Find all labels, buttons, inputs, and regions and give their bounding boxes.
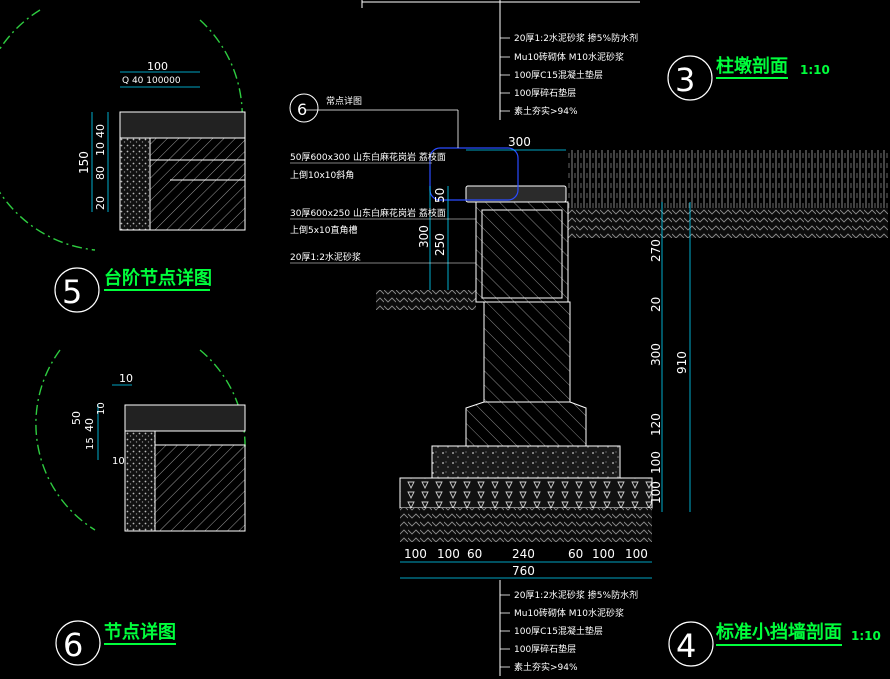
- dim-bottom-100b: 100: [437, 547, 460, 561]
- detail-4-scale: 1:10: [851, 629, 881, 643]
- left-notes: 50厚600x300 山东白麻花岗岩 荔枝面 上倒10x10斜角 30厚600x…: [290, 151, 476, 264]
- detail-5-dim-small: Q 40 100000: [122, 76, 181, 86]
- detail-6-number-circle: [55, 620, 101, 666]
- top-notes: 20厚1:2水泥砂浆 掺5%防水剂 Mu10砖砌体 M10水泥砂浆 100厚C1…: [500, 32, 638, 117]
- dim-right-120: 120: [649, 413, 663, 436]
- dim-bottom-100a: 100: [404, 547, 427, 561]
- dim-bottom-240: 240: [512, 547, 535, 561]
- top-note-4: 100厚碎石垫层: [514, 87, 576, 99]
- dim-left-50: 50: [433, 188, 447, 203]
- detail-5-group: 100 Q 40 100000 40 10 150 80 20 5 台阶节点详图: [0, 9, 246, 313]
- column-shaft: [483, 301, 571, 403]
- dim-right-100a: 100: [649, 451, 663, 474]
- ground-left: [376, 290, 476, 310]
- detail-3-scale: 1:10: [800, 63, 830, 77]
- left-note-5: 20厚1:2水泥砂浆: [290, 251, 361, 263]
- main-section-group: 6 常点详图 300 50 300 250 50厚600x300 山东白麻花岗岩…: [289, 0, 888, 676]
- detail-5-dim-40: 40: [94, 124, 107, 138]
- left-note-2: 上倒10x10斜角: [290, 169, 354, 181]
- detail-6-boundary: [35, 349, 246, 531]
- detail-6-wall: [124, 430, 156, 532]
- detail-4-title: 标准小挡墙剖面: [715, 621, 842, 643]
- top-note-5: 素土夯实>94%: [514, 105, 578, 117]
- column-footing: [465, 401, 587, 447]
- detail-5-riser: [119, 137, 151, 231]
- gravel-layer: [399, 477, 653, 509]
- detail-6-dim-15: 15: [85, 437, 96, 450]
- dim-top-300: 300: [508, 135, 531, 149]
- left-note-4: 上倒5x10直角槽: [290, 224, 358, 236]
- detail-5-number: 5: [62, 273, 82, 311]
- dim-bottom-100d: 100: [625, 547, 648, 561]
- detail-5-dim-80: 80: [94, 166, 107, 180]
- bottom-note-3: 100厚C15混凝土垫层: [514, 625, 603, 637]
- callout-6-label: 常点详图: [326, 95, 362, 107]
- detail-5-dim-150: 150: [77, 151, 91, 174]
- detail-3-title: 柱墩剖面: [716, 55, 788, 77]
- callout-6-circle: [289, 93, 319, 123]
- detail-6-dim-10c: 10: [112, 456, 125, 467]
- column-head: [475, 201, 569, 303]
- detail-4-title-group: 4 标准小挡墙剖面 1:10: [668, 621, 881, 667]
- dim-right-910: 910: [675, 351, 689, 374]
- detail-5-dim-10: 10: [94, 142, 107, 156]
- bottom-note-2: Mu10砖砌体 M10水泥砂浆: [514, 607, 624, 619]
- detail-5-number-circle: [54, 267, 100, 313]
- detail-6-group: 10 50 40 10 15 10 6 节点详图: [35, 349, 246, 666]
- top-note-1: 20厚1:2水泥砂浆 掺5%防水剂: [514, 32, 638, 44]
- left-note-1: 50厚600x300 山东白麻花岗岩 荔枝面: [290, 151, 446, 163]
- detail-6-dim-10a: 10: [119, 372, 133, 385]
- bottom-notes: 20厚1:2水泥砂浆 掺5%防水剂 Mu10砖砌体 M10水泥砂浆 100厚C1…: [500, 589, 638, 673]
- callout-boundary: [429, 147, 519, 201]
- detail-5-title: 台阶节点详图: [104, 267, 212, 289]
- detail-5-dim-20: 20: [94, 196, 107, 210]
- dim-left-250: 250: [433, 233, 447, 256]
- detail-6-dim-50: 50: [70, 411, 83, 425]
- detail-3-number: 3: [675, 61, 695, 99]
- bottom-note-5: 素土夯实>94%: [514, 661, 578, 673]
- dim-left-300: 300: [417, 225, 431, 248]
- ground-right-grass: [568, 150, 888, 208]
- dim-bottom-100c: 100: [592, 547, 615, 561]
- left-note-3: 30厚600x250 山东白麻花岗岩 荔枝面: [290, 207, 446, 219]
- top-note-3: 100厚C15混凝土垫层: [514, 69, 603, 81]
- detail-3-number-circle: [667, 55, 713, 101]
- dim-bottom-760: 760: [512, 564, 535, 578]
- detail-6-title: 节点详图: [104, 621, 176, 643]
- detail-5-tread: [119, 111, 246, 139]
- dim-bottom-60a: 60: [467, 547, 482, 561]
- callout-6-number: 6: [297, 100, 307, 119]
- bottom-note-4: 100厚碎石垫层: [514, 643, 576, 655]
- ground-right-soil: [568, 208, 888, 238]
- dim-right-300: 300: [649, 343, 663, 366]
- dim-right-20: 20: [649, 297, 663, 312]
- bottom-note-1: 20厚1:2水泥砂浆 掺5%防水剂: [514, 589, 638, 601]
- detail-5-dim-100: 100: [147, 60, 168, 73]
- detail-6-dim-10b: 10: [96, 402, 107, 415]
- detail-6-core: [154, 444, 246, 532]
- detail-4-number: 4: [676, 627, 696, 665]
- dim-right-100b: 100: [649, 481, 663, 504]
- concrete-layer: [431, 445, 621, 479]
- detail-3-title-group: 3 柱墩剖面 1:10: [667, 55, 830, 101]
- dim-right-270: 270: [649, 239, 663, 262]
- top-note-2: Mu10砖砌体 M10水泥砂浆: [514, 51, 624, 63]
- detail-6-dim-40: 40: [83, 418, 96, 432]
- detail-6-number: 6: [63, 626, 83, 664]
- detail-5-boundary: [0, 9, 243, 251]
- dim-bottom-60b: 60: [568, 547, 583, 561]
- detail-6-cap: [124, 404, 246, 432]
- compacted-soil: [400, 508, 652, 542]
- detail-4-number-circle: [668, 621, 714, 667]
